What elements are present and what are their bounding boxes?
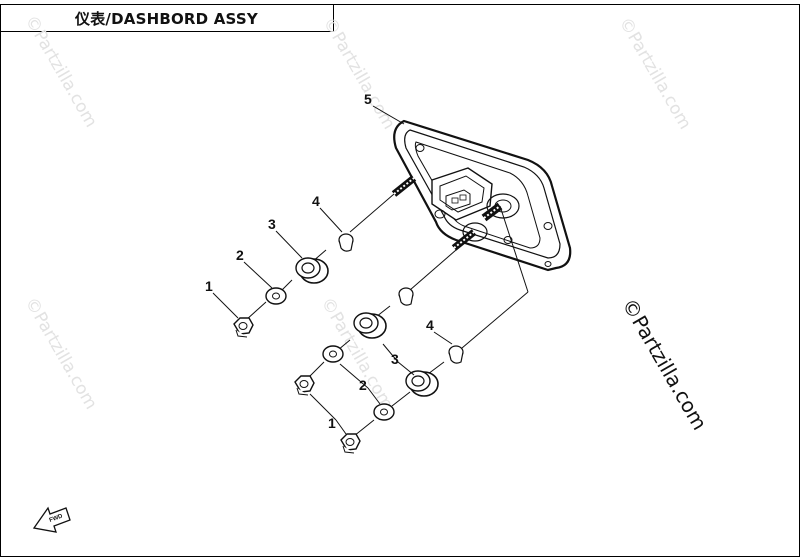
- mounting-stud-lower: [451, 229, 477, 251]
- callout-1-upper: 1: [205, 278, 213, 294]
- spacer-upper: [338, 233, 354, 252]
- washer-middle: [322, 345, 344, 363]
- dashboard-body: [393, 119, 572, 272]
- spacer-lower: [448, 345, 464, 364]
- mounting-stud-upper: [391, 175, 417, 197]
- callout-2-upper: 2: [236, 247, 244, 263]
- nut-lower: [340, 433, 361, 454]
- grommet-upper: [295, 257, 329, 284]
- front-marker-label: FWD: [49, 513, 65, 524]
- callout-4-upper: 4: [312, 193, 320, 209]
- spacer-middle: [398, 287, 414, 306]
- assembly-axis-lines: [245, 193, 529, 437]
- callout-2-lower: 2: [359, 377, 367, 393]
- sheet-frame: [0, 4, 800, 557]
- diagram-title: 仪表/DASHBORD ASSY: [75, 9, 258, 28]
- nut-upper: [233, 317, 254, 338]
- grommet-middle: [353, 312, 387, 339]
- callout-1-lower: 1: [328, 415, 336, 431]
- nut-middle: [294, 375, 315, 396]
- callout-4-lower: 4: [426, 317, 434, 333]
- callout-3-lower: 3: [391, 351, 399, 367]
- leader-lines: [212, 105, 453, 435]
- callout-3-upper: 3: [268, 216, 276, 232]
- callout-5: 5: [364, 91, 372, 107]
- mounting-stud-right: [481, 202, 503, 222]
- washer-upper: [265, 287, 287, 305]
- front-direction-marker: FWD: [32, 506, 71, 533]
- washer-lower: [373, 403, 395, 421]
- grommet-lower: [405, 370, 439, 397]
